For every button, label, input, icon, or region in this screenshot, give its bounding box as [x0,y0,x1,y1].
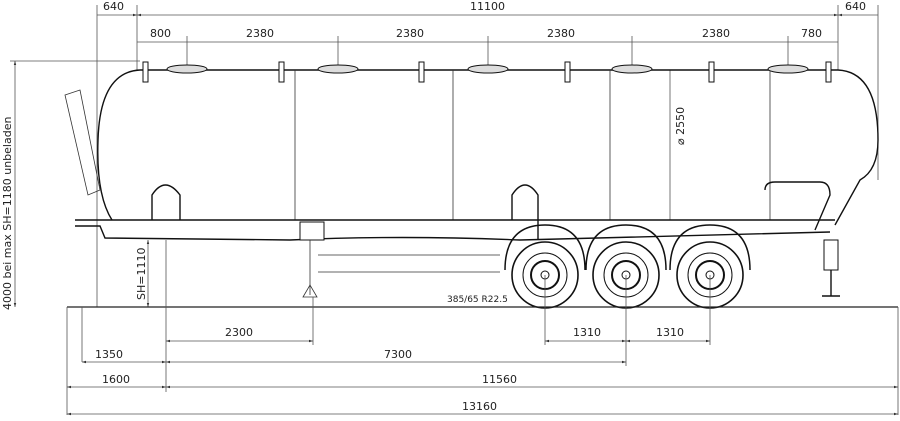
dim-overall-length: 13160 [462,400,497,413]
dim-hatch-0: 800 [150,27,171,40]
dim-kingpin-to-axle: 7300 [384,348,412,361]
dim-front-to-kingpin-2: 1600 [102,373,130,386]
bottom-dimension-lines [66,240,899,416]
dim-hatch-3: 2380 [547,27,575,40]
chassis [75,219,840,298]
dim-hatch-1: 2380 [246,27,274,40]
dim-front-to-kingpin: 1350 [95,348,123,361]
height-label: 4000 bei max SH=1180 unbeladen [1,117,14,310]
tank-diameter-label: ⌀ 2550 [674,107,687,145]
dim-rear-overhang: 640 [845,0,866,13]
dim-kingpin-to-rear: 11560 [482,373,517,386]
dim-hatch-2: 2380 [396,27,424,40]
dim-kingpin-to-support: 2300 [225,326,253,339]
manhole-hatches [166,64,809,74]
tire-size-label: 385/65 R22.5 [447,295,508,305]
tank-body [64,61,879,240]
dim-hatch-4: 2380 [702,27,730,40]
dim-axle-spacing-2: 1310 [656,326,684,339]
dim-axle-spacing-1: 1310 [573,326,601,339]
saddle-height-label: SH=1110 [135,248,148,300]
dim-tank-length: 11100 [470,0,505,13]
dim-front-overhang: 640 [103,0,124,13]
top-extension-lines [10,5,879,307]
dim-hatch-5: 780 [801,27,822,40]
